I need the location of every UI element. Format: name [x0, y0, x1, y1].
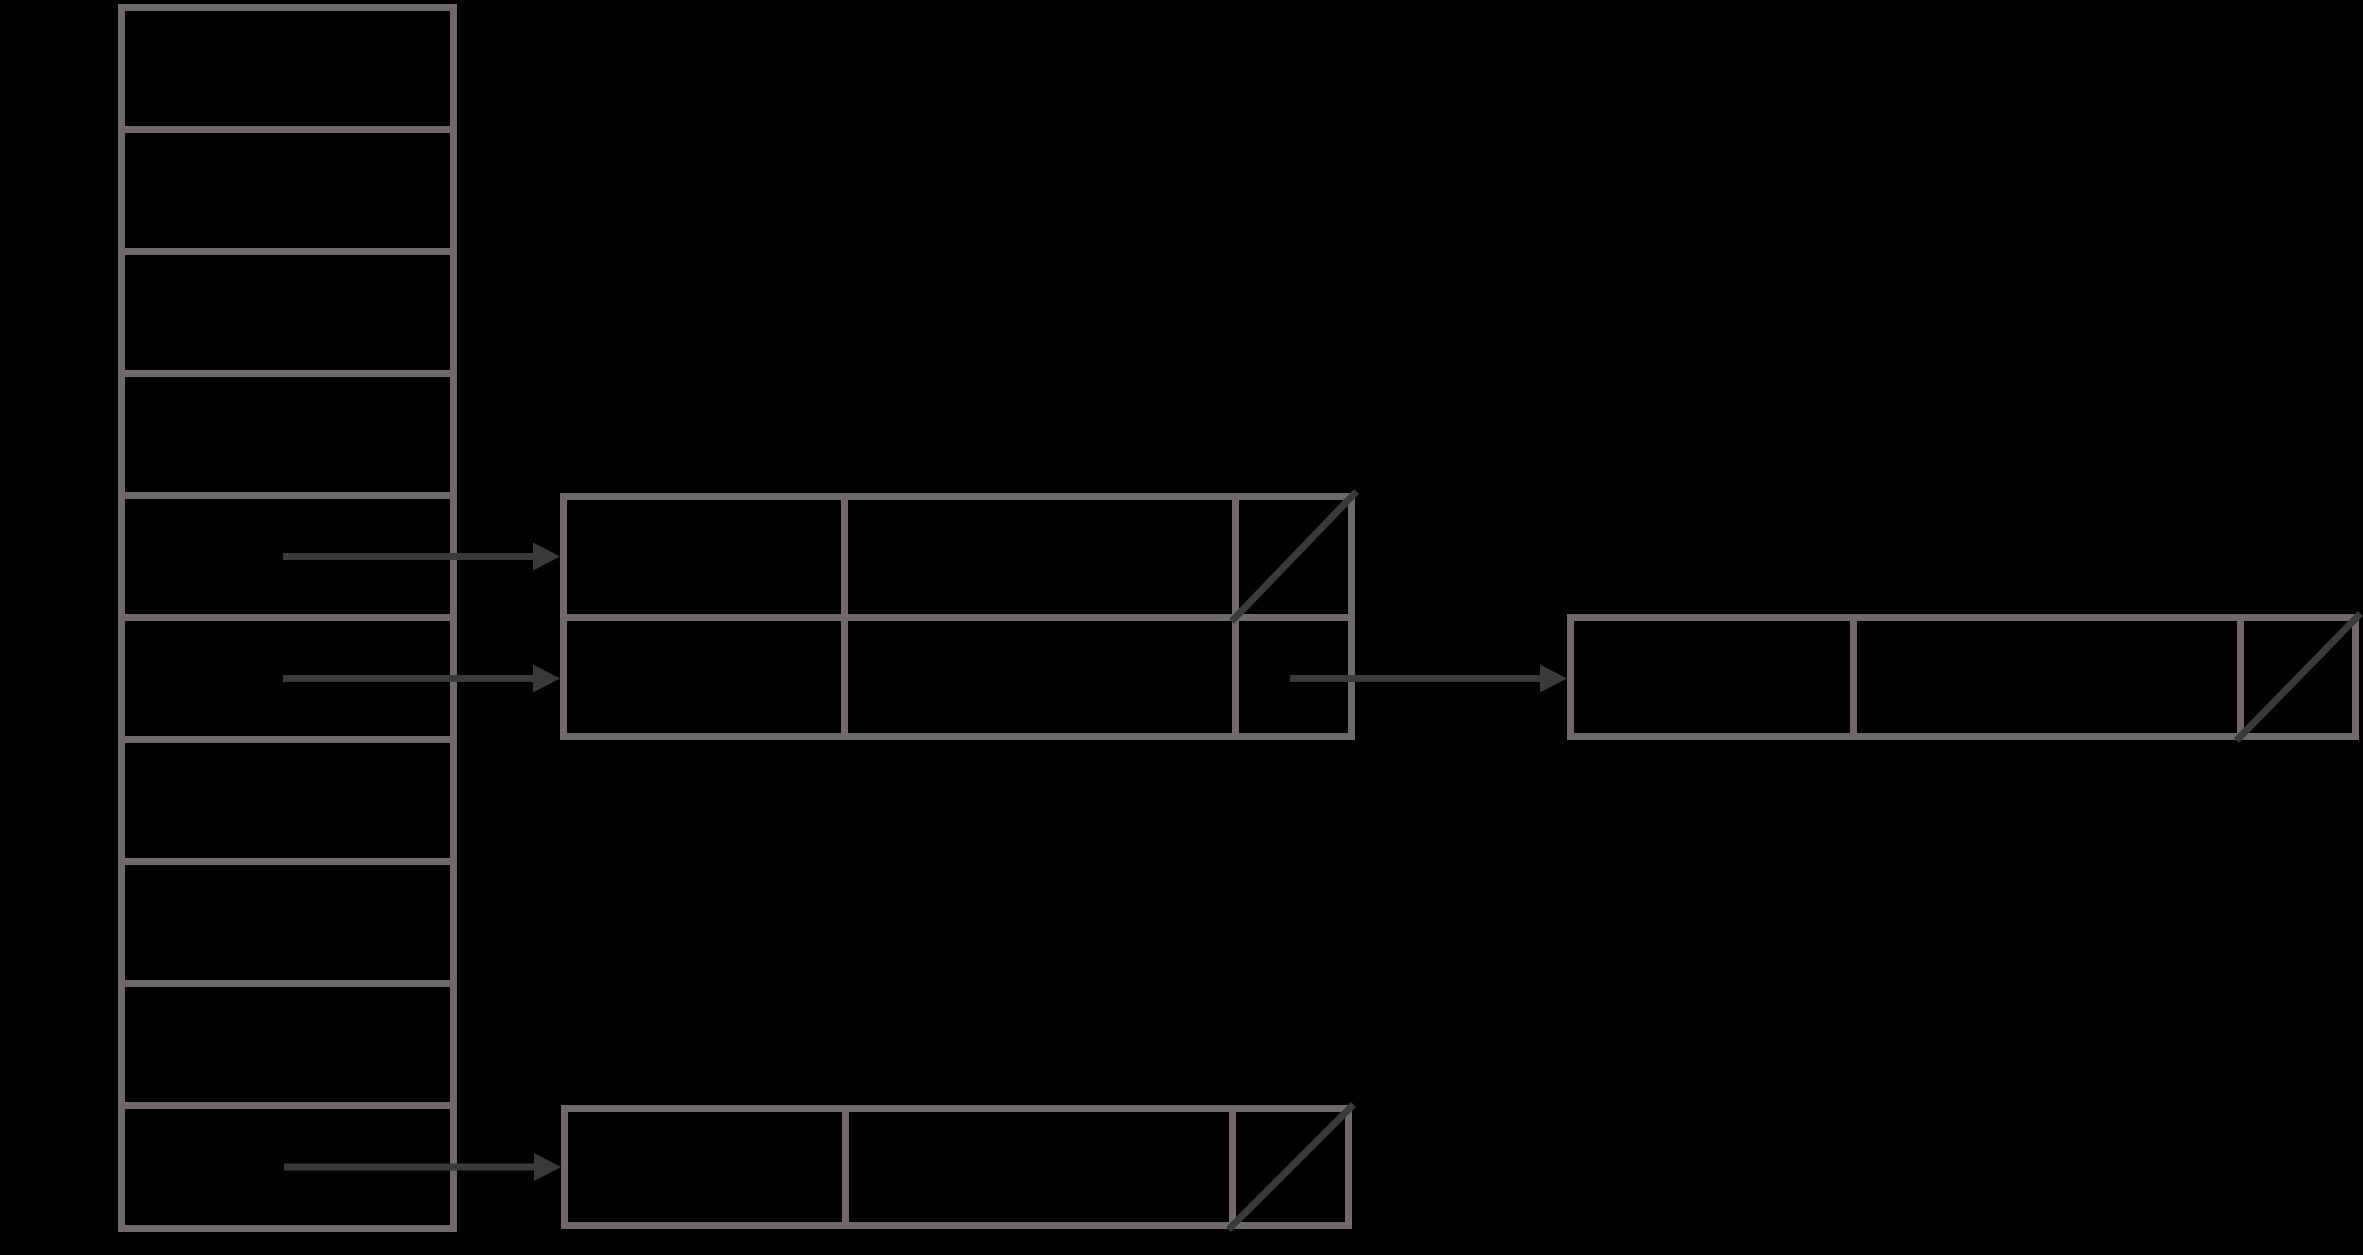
bucket-6-to-chain-b-arrow-head-icon [533, 664, 560, 693]
chain-c-node-1 [561, 1105, 1352, 1229]
bucket-5-to-chain-a-arrow-head-icon [533, 542, 560, 571]
chain-b-node-2-null-slash-icon [2233, 611, 2363, 743]
chain-c-node-1-null-slash-icon [1226, 1102, 1356, 1232]
chain-b-node-1-next-arrow-head-icon [1540, 664, 1567, 693]
bucket-10-to-chain-c-arrow-head-icon [534, 1153, 561, 1181]
chain-a-node-1-null-slash-icon [1228, 489, 1360, 624]
chain-b-node-2 [1567, 614, 2359, 740]
